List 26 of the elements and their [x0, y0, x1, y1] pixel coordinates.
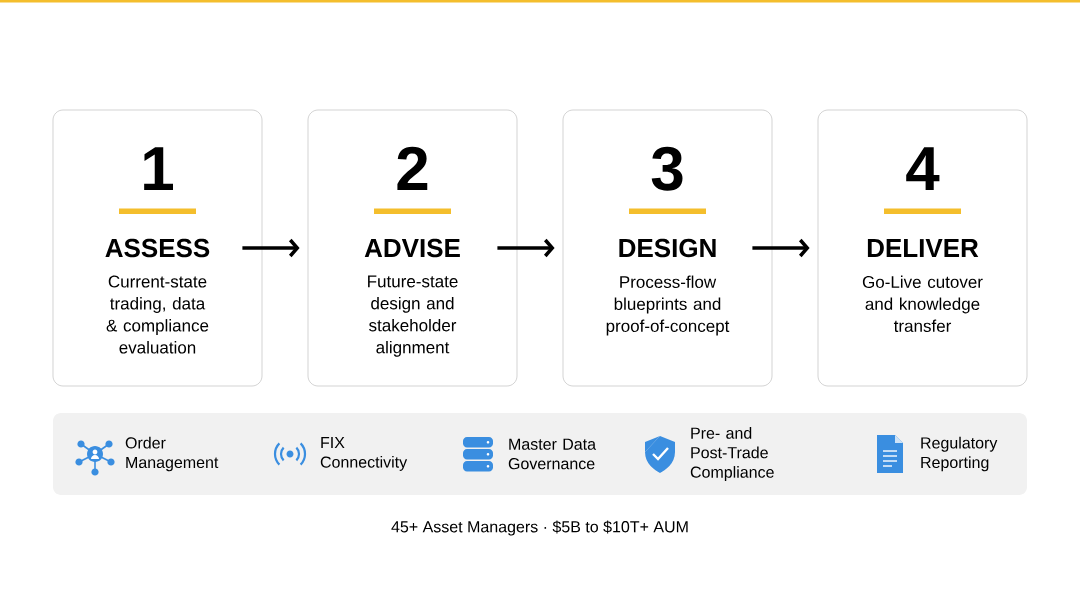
- step-description: Future-state design and stakeholder alignment: [368, 275, 458, 357]
- step-number: 1: [144, 147, 173, 190]
- step-description: Process-flow blueprints and proof-of-concept: [606, 275, 730, 336]
- capability-label: Order Management: [125, 436, 219, 472]
- arrow: [242, 238, 300, 258]
- step-card: [52, 109, 263, 387]
- step-description: Current-state trading, data & compliance evaluation: [106, 275, 209, 354]
- step-number: 4: [906, 147, 940, 190]
- arrow: [497, 238, 555, 258]
- summary-text: 45+ Asset Managers · $5B to $10T+ AUM: [391, 520, 688, 536]
- capability-label: Pre- and Post-Trade Compliance: [690, 427, 774, 481]
- step-description: Go-Live cutover and knowledge transfer: [862, 275, 983, 333]
- step-title: DELIVER: [867, 239, 979, 257]
- step-card: [307, 109, 518, 387]
- step-title: ASSESS: [105, 238, 210, 258]
- arrow: [752, 238, 810, 258]
- band-background: [53, 413, 1027, 495]
- step-card: [817, 109, 1028, 387]
- step-card: [562, 109, 773, 387]
- capability-label: Master Data Governance: [508, 438, 596, 470]
- step-title: ADVISE: [364, 238, 460, 258]
- capability-label: FIX Connectivity: [320, 437, 408, 471]
- step-number: 3: [651, 146, 683, 191]
- step-number: 2: [397, 146, 428, 190]
- step-title: DESIGN: [619, 238, 716, 258]
- capability-label: Regulatory Reporting: [921, 436, 998, 472]
